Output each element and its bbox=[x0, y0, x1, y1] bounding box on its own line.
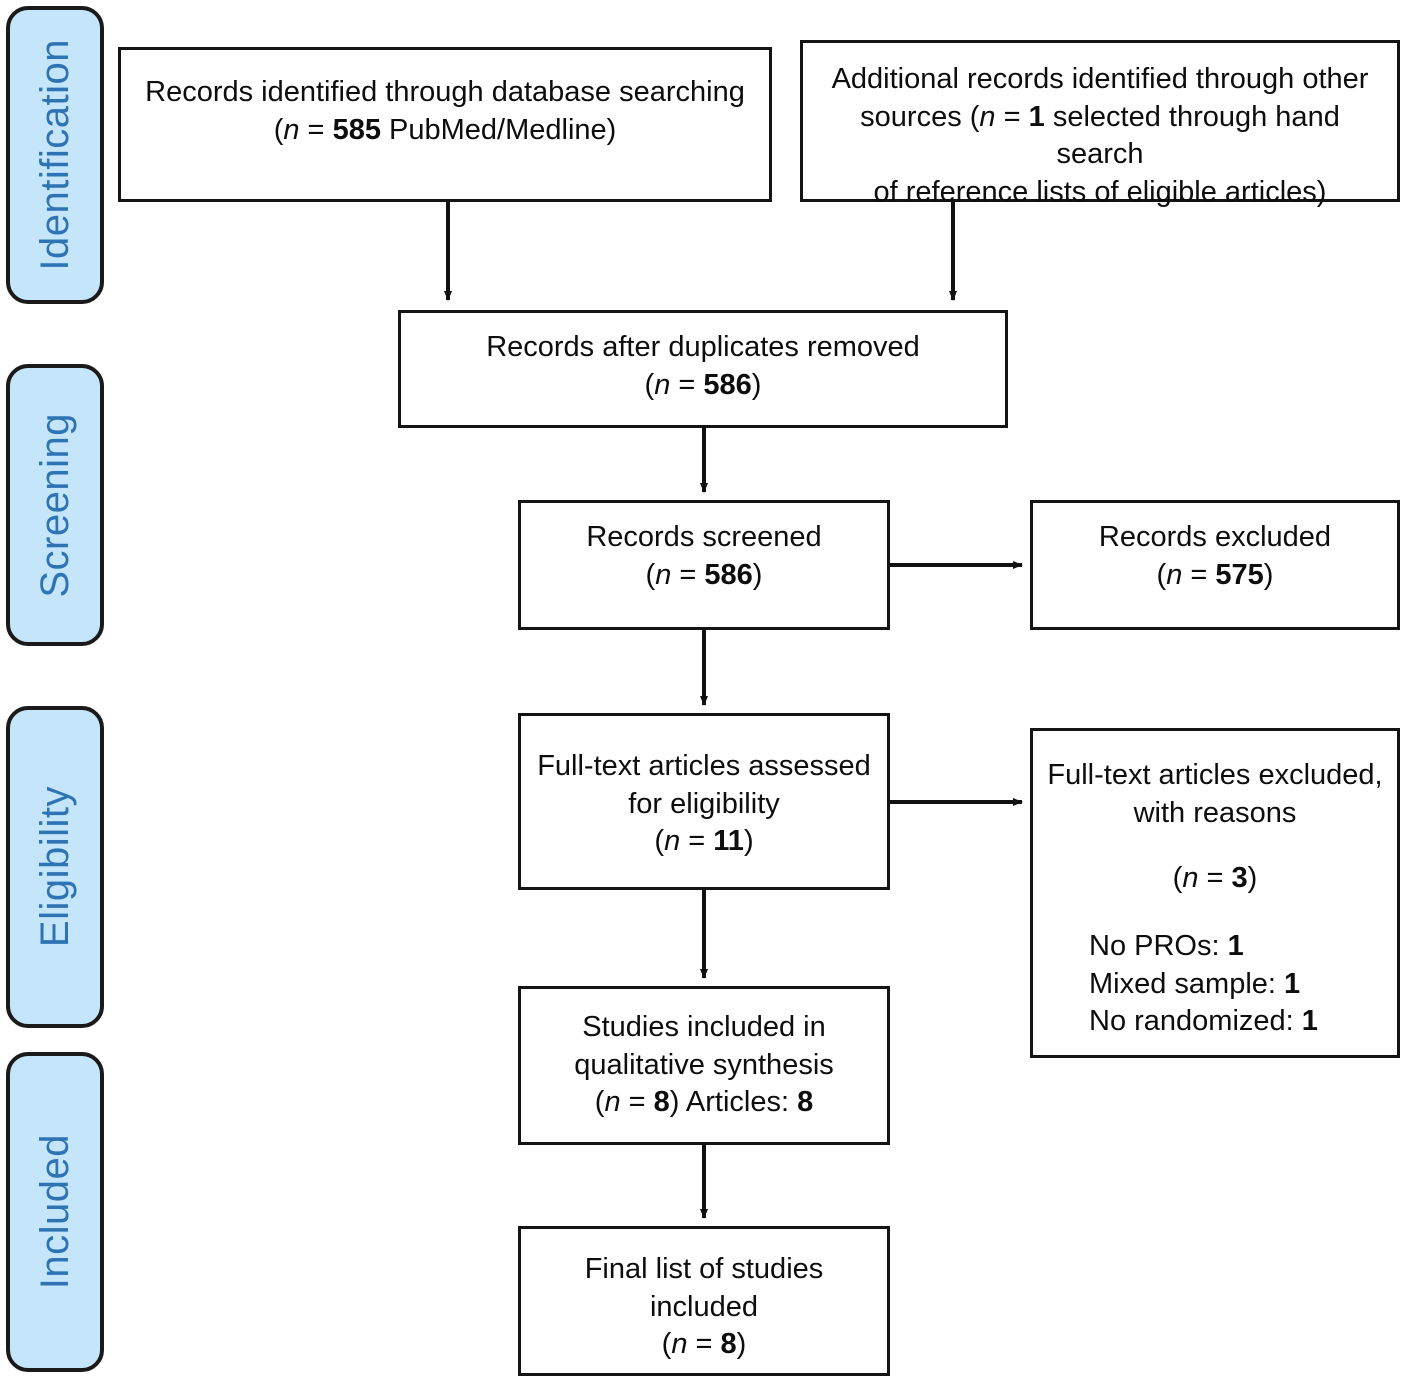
after-duplicates-line1: Records after duplicates removed bbox=[486, 331, 920, 363]
stage-identification-label: Identification bbox=[33, 39, 77, 271]
exclusion-reason-item: Mixed sample: 1 bbox=[1089, 967, 1301, 1000]
exclusion-reason-item: No randomized: 1 bbox=[1089, 1005, 1318, 1038]
records-excluded-count-line: (n = 575) bbox=[1156, 558, 1274, 591]
qualitative-line2: qualitative synthesis bbox=[574, 1048, 834, 1081]
fulltext-assessed-line1: Full-text articles assessed bbox=[537, 750, 871, 782]
stage-eligibility: Eligibility bbox=[6, 706, 104, 1028]
fulltext-assessed-line2: for eligibility bbox=[628, 787, 780, 820]
box-records-after-duplicates: Records after duplicates removed (n = 58… bbox=[398, 310, 1008, 428]
box-final-list-studies: Final list of studies included (n = 8) bbox=[518, 1226, 890, 1376]
records-excluded-line1: Records excluded bbox=[1098, 521, 1332, 553]
db-search-count-line: (n = 585 PubMed/Medline) bbox=[273, 113, 617, 146]
after-duplicates-count-line: (n = 586) bbox=[644, 368, 762, 401]
box-fulltext-excluded-reasons: Full-text articles excluded, with reason… bbox=[1030, 728, 1400, 1058]
fulltext-excluded-line1: Full-text articles excluded, bbox=[1047, 759, 1383, 791]
box-additional-records-other-sources: Additional records identified through ot… bbox=[800, 40, 1400, 208]
exclusion-reason-item: No PROs: 1 bbox=[1089, 930, 1244, 963]
fulltext-assessed-count-line: (n = 11) bbox=[654, 825, 754, 858]
stage-screening-label: Screening bbox=[33, 412, 77, 598]
stage-included: Included bbox=[6, 1052, 104, 1372]
box-fulltext-assessed: Full-text articles assessed for eligibil… bbox=[518, 713, 890, 890]
fulltext-excluded-count-line: (n = 3) bbox=[1172, 862, 1258, 895]
other-sources-line3: of reference lists of eligible articles) bbox=[873, 176, 1327, 209]
box-studies-included-qualitative: Studies included in qualitative synthesi… bbox=[518, 986, 890, 1145]
qualitative-count-line: (n = 8) Articles: 8 bbox=[594, 1086, 814, 1119]
stage-identification: Identification bbox=[6, 6, 104, 304]
box-records-excluded: Records excluded (n = 575) bbox=[1030, 500, 1400, 630]
db-search-line1: Records identified through database sear… bbox=[145, 76, 745, 108]
fulltext-excluded-line2: with reasons bbox=[1133, 796, 1297, 829]
final-list-line2: included bbox=[649, 1290, 759, 1323]
stage-screening: Screening bbox=[6, 364, 104, 646]
box-records-identified-database: Records identified through database sear… bbox=[118, 47, 772, 202]
final-list-line1: Final list of studies bbox=[584, 1253, 824, 1285]
stage-eligibility-label: Eligibility bbox=[33, 786, 77, 948]
other-sources-line1: Additional records identified through ot… bbox=[831, 63, 1369, 95]
stage-included-label: Included bbox=[33, 1134, 77, 1290]
qualitative-line1: Studies included in bbox=[582, 1011, 826, 1043]
records-screened-line1: Records screened bbox=[586, 521, 822, 553]
records-screened-count-line: (n = 586) bbox=[645, 558, 763, 591]
box-records-screened: Records screened (n = 586) bbox=[518, 500, 890, 630]
other-sources-count-line: sources (n = 1 selected through hand sea… bbox=[860, 100, 1340, 171]
final-list-count-line: (n = 8) bbox=[661, 1328, 747, 1361]
